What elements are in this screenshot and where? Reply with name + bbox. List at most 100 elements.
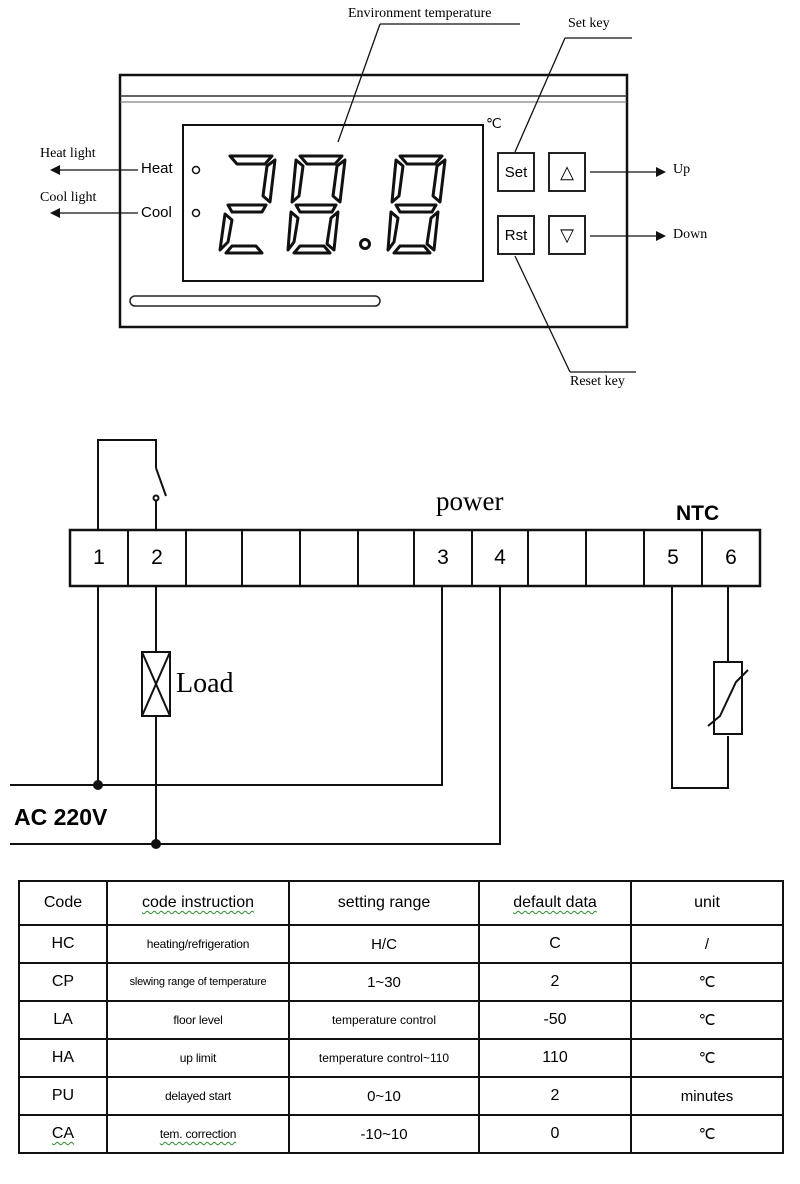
cell-default: -50 bbox=[478, 1000, 632, 1040]
cell-default: 110 bbox=[478, 1038, 632, 1078]
ac-line-2 bbox=[10, 586, 501, 845]
cool-light-callout: Cool light bbox=[40, 190, 97, 205]
cell-instruction: floor level bbox=[106, 1000, 290, 1040]
terminal-label: 1 bbox=[93, 546, 105, 569]
ntc-thermistor-slash bbox=[707, 669, 749, 727]
digit-3 bbox=[386, 154, 447, 255]
ac-line-1 bbox=[10, 586, 443, 786]
cell-instruction: heating/refrigeration bbox=[106, 924, 290, 964]
relay-contact-pivot bbox=[152, 494, 160, 502]
header-setting-range: setting range bbox=[288, 880, 480, 926]
cool-light-label: Cool bbox=[141, 204, 172, 221]
cell-unit: / bbox=[630, 924, 784, 964]
env-temp-leader bbox=[337, 23, 381, 143]
cell-instruction: slewing range of temperature bbox=[106, 962, 290, 1002]
table-row: HC heating/refrigeration H/C C / bbox=[18, 924, 784, 964]
digit-1 bbox=[218, 154, 277, 255]
cell-code: HA bbox=[18, 1038, 108, 1078]
terminal-label: 4 bbox=[494, 546, 506, 569]
arrowheads bbox=[50, 165, 666, 241]
cell-range: 0~10 bbox=[288, 1076, 480, 1116]
cool-light-dot bbox=[191, 208, 201, 218]
wiring-diagram bbox=[10, 439, 762, 849]
cell-default: 2 bbox=[478, 962, 632, 1002]
cool-arrowhead bbox=[50, 208, 60, 218]
parameter-table: Code code instruction setting range defa… bbox=[18, 880, 784, 1154]
table-row: PU delayed start 0~10 2 minutes bbox=[18, 1076, 784, 1116]
cell-unit: ℃ bbox=[630, 1038, 784, 1078]
terminal-dividers bbox=[127, 530, 703, 586]
down-key[interactable]: ▽ bbox=[548, 215, 586, 255]
environment-temperature-callout: Environment temperature bbox=[348, 6, 492, 21]
decimal-point bbox=[359, 238, 371, 250]
cell-unit: ℃ bbox=[630, 962, 784, 1002]
relay-contact-blade bbox=[155, 467, 167, 497]
terminal-label: 2 bbox=[151, 546, 163, 569]
reset-key-callout: Reset key bbox=[570, 374, 625, 389]
load-cross-b bbox=[141, 651, 171, 717]
display-window bbox=[182, 124, 484, 282]
up-key[interactable]: △ bbox=[548, 152, 586, 192]
set-key-leader bbox=[514, 37, 566, 153]
up-arrowhead bbox=[656, 167, 666, 177]
digit-2 bbox=[286, 154, 347, 255]
down-callout: Down bbox=[673, 227, 708, 242]
load-label: Load bbox=[176, 668, 234, 699]
cell-default: C bbox=[478, 924, 632, 964]
cell-default: 2 bbox=[478, 1076, 632, 1116]
table-row: CA tem. correction -10~10 0 ℃ bbox=[18, 1114, 784, 1154]
cell-code: CP bbox=[18, 962, 108, 1002]
celsius-symbol: ℃ bbox=[486, 117, 502, 132]
cell-code: LA bbox=[18, 1000, 108, 1040]
set-key-callout: Set key bbox=[568, 16, 610, 31]
cell-unit: ℃ bbox=[630, 1114, 784, 1154]
terminal-label: 5 bbox=[667, 546, 679, 569]
cell-instruction: delayed start bbox=[106, 1076, 290, 1116]
cell-code: PU bbox=[18, 1076, 108, 1116]
reset-key-leader bbox=[514, 255, 571, 373]
reset-key[interactable]: Rst bbox=[497, 215, 535, 255]
cell-code: HC bbox=[18, 924, 108, 964]
housing-slot bbox=[129, 295, 381, 307]
down-arrowhead bbox=[656, 231, 666, 241]
heat-light-dot bbox=[191, 165, 201, 175]
ac-supply-label: AC 220V bbox=[14, 804, 108, 830]
header-code-instruction: code instruction bbox=[106, 880, 290, 926]
heat-light-callout: Heat light bbox=[40, 146, 96, 161]
cell-unit: minutes bbox=[630, 1076, 784, 1116]
controller-panel-drawing bbox=[50, 23, 666, 373]
callout-lines bbox=[58, 23, 656, 373]
header-code: Code bbox=[18, 880, 108, 926]
cell-range: 1~30 bbox=[288, 962, 480, 1002]
cell-range: temperature control bbox=[288, 1000, 480, 1040]
cell-code: CA bbox=[18, 1114, 108, 1154]
cell-default: 0 bbox=[478, 1114, 632, 1154]
cell-range: -10~10 bbox=[288, 1114, 480, 1154]
table-header-row: Code code instruction setting range defa… bbox=[18, 880, 784, 926]
terminal-label: 6 bbox=[725, 546, 737, 569]
up-triangle-icon: △ bbox=[560, 161, 574, 182]
cell-range: temperature control~110 bbox=[288, 1038, 480, 1078]
ntc-label: NTC bbox=[676, 502, 720, 525]
heat-light-label: Heat bbox=[141, 160, 173, 177]
terminal-label: 3 bbox=[437, 546, 449, 569]
junction-dot-2 bbox=[151, 839, 161, 849]
cell-unit: ℃ bbox=[630, 1000, 784, 1040]
table-row: HA up limit temperature control~110 110 … bbox=[18, 1038, 784, 1078]
cell-range: H/C bbox=[288, 924, 480, 964]
down-triangle-icon: ▽ bbox=[560, 224, 574, 245]
header-default-data: default data bbox=[478, 880, 632, 926]
ntc-thermistor bbox=[713, 661, 743, 735]
seven-segment-display bbox=[218, 154, 447, 255]
cell-instruction: tem. correction bbox=[106, 1114, 290, 1154]
junction-dot-1 bbox=[93, 780, 103, 790]
power-label: power bbox=[436, 486, 504, 516]
cell-instruction: up limit bbox=[106, 1038, 290, 1078]
up-callout: Up bbox=[673, 162, 691, 177]
table-row: CP slewing range of temperature 1~30 2 ℃ bbox=[18, 962, 784, 1002]
set-key[interactable]: Set bbox=[497, 152, 535, 192]
relay-loop-wire bbox=[97, 439, 157, 530]
heat-arrowhead bbox=[50, 165, 60, 175]
header-unit: unit bbox=[630, 880, 784, 926]
ntc-loop-wire bbox=[671, 586, 729, 789]
